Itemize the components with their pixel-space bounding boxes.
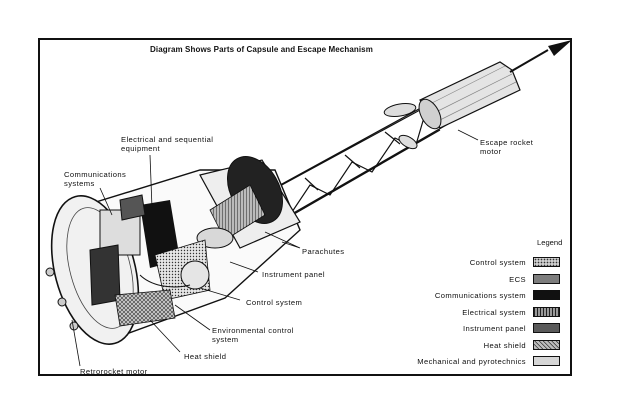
label-electrical-line2: equipment xyxy=(121,144,161,153)
legend-item-label: Communications system xyxy=(434,291,526,300)
label-environmental: Environmental control system xyxy=(212,326,294,344)
label-escape-motor: Escape rocket motor xyxy=(480,138,533,156)
legend-item-label: Control system xyxy=(469,258,526,267)
label-escape-motor-line1: Escape rocket xyxy=(480,138,534,147)
legend-swatch xyxy=(533,306,560,317)
legend-swatch xyxy=(533,290,560,300)
label-electrical-equipment: Electrical and sequential equipment xyxy=(121,135,213,153)
label-communications: Communications systems xyxy=(64,170,126,188)
label-escape-motor-line2: motor xyxy=(480,147,502,156)
label-retrorocket: Retrorocket motor xyxy=(80,367,148,376)
legend-item-label: Electrical system xyxy=(462,307,526,317)
label-communications-line2: systems xyxy=(64,179,95,188)
legend-swatch xyxy=(533,257,560,267)
legend-title: Legend xyxy=(537,238,563,247)
legend-swatch xyxy=(533,339,560,350)
label-communications-line1: Communications xyxy=(64,170,127,179)
legend-item-label: Instrument panel xyxy=(463,324,526,333)
legend-item-label: Mechanical and pyrotechnics xyxy=(417,357,526,366)
legend-item-label: ECS xyxy=(509,274,526,284)
label-control-system: Control system xyxy=(246,298,303,307)
legend-swatch xyxy=(533,273,560,284)
recovery-section xyxy=(196,156,301,249)
label-electrical-line1: Electrical and sequential xyxy=(121,135,214,144)
label-instrument-panel: Instrument panel xyxy=(262,270,325,279)
leader-lines xyxy=(71,129,479,367)
escape-rocket-motor xyxy=(383,40,572,150)
diagram-title: Diagram Shows Parts of Capsule and Escap… xyxy=(150,45,373,54)
label-parachutes: Parachutes xyxy=(302,247,345,256)
label-heat-shield: Heat shield xyxy=(184,352,227,361)
legend-swatch xyxy=(533,356,560,366)
label-environmental-line2: system xyxy=(212,335,239,344)
label-environmental-line1: Environmental control xyxy=(212,326,294,335)
legend-item-label: Heat shield xyxy=(483,340,526,350)
interior-components xyxy=(89,194,211,327)
legend-swatch xyxy=(533,323,560,333)
